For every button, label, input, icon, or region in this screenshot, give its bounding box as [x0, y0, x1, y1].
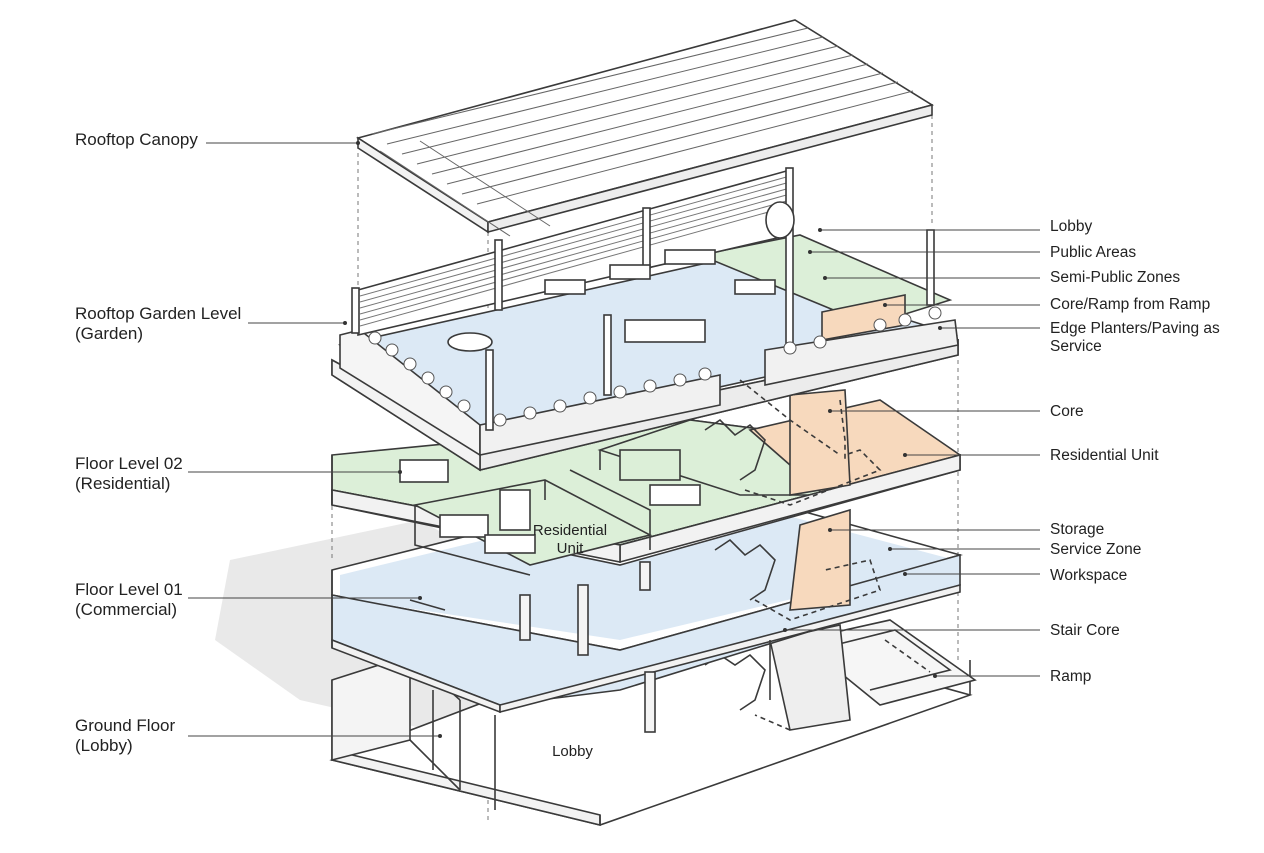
planter-foliage: [368, 306, 942, 427]
label-ground-floor: Ground Floor (Lobby): [75, 716, 176, 755]
leader-lines: [188, 142, 1040, 737]
label-core: Core: [1050, 403, 1084, 420]
label-ramp: Ramp: [1050, 668, 1092, 685]
label-rooftop-canopy: Rooftop Canopy: [75, 130, 198, 149]
label-public-areas: Public Areas: [1050, 244, 1137, 261]
label-rooftop-garden: Rooftop Garden Level (Garden): [75, 304, 242, 343]
floor-01-slab: [331, 479, 963, 733]
label-core-ramp: Core/Ramp from Ramp: [1050, 296, 1211, 313]
rooftop-canopy: [356, 19, 935, 234]
label-storage: Storage: [1050, 521, 1105, 538]
leader-dots: [343, 141, 942, 738]
inline-label-residential-unit: Residential Unit: [532, 522, 608, 557]
inline-label-lobby: Lobby: [552, 743, 593, 760]
label-stair-core: Stair Core: [1050, 622, 1120, 639]
label-semi-public-zones: Semi-Public Zones: [1050, 269, 1181, 286]
label-workspace: Workspace: [1050, 567, 1128, 584]
label-lobby: Lobby: [1050, 218, 1093, 235]
canopy-slats: [371, 27, 914, 237]
floor-02-slab: [331, 389, 962, 576]
label-floor-01: Floor Level 01 (Commercial): [75, 580, 183, 619]
label-residential-unit: Residential Unit: [1050, 447, 1159, 464]
label-edge-planters: Edge Planters/Paving as Service: [1050, 320, 1220, 355]
label-service-zone: Service Zone: [1050, 541, 1142, 558]
label-floor-02: Floor Level 02 (Residential): [75, 454, 183, 493]
